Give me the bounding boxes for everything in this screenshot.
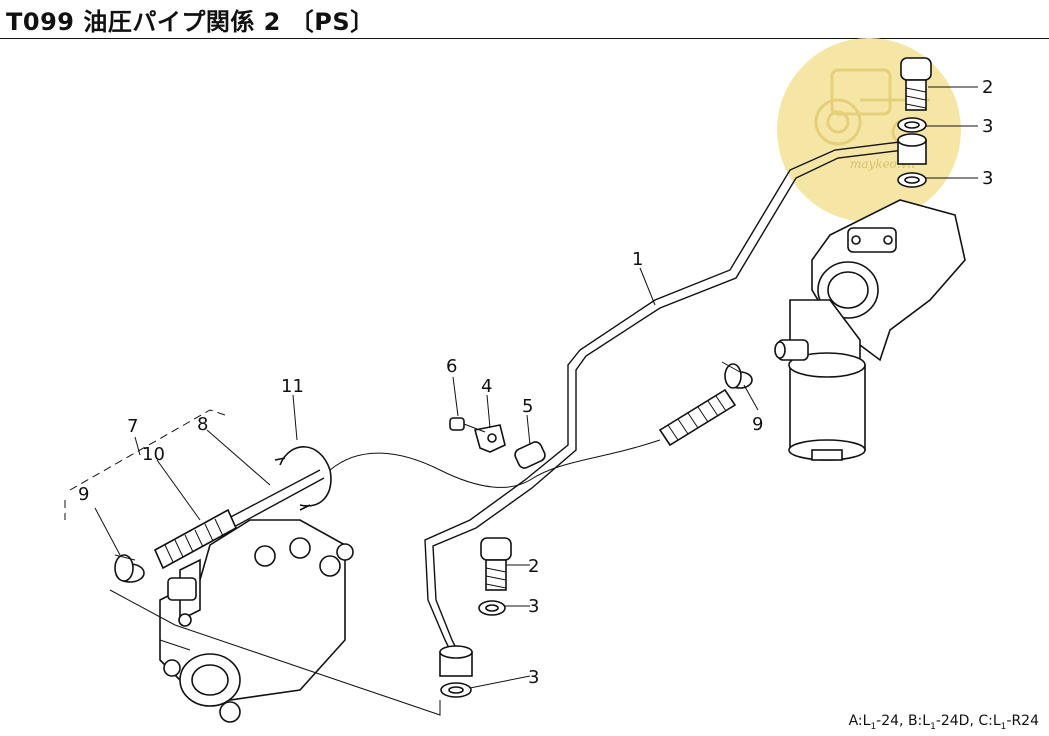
callouts: 2 3 3 1 9 6 4 5 11 8 7 10 9 2 3 3 [78,77,993,688]
return-hose-line [329,439,661,488]
callout-7: 7 [127,416,138,437]
hydraulic-pump [159,519,354,723]
callout-10: 10 [142,444,165,465]
page-title: T099 油圧パイプ関係 2 〔PS〕 [6,8,375,36]
hose-right [658,361,753,447]
leader-lines [94,86,978,689]
model-applicability-note: A:L1-24, B:L1-24D, C:L1-R24 [848,713,1039,732]
callout-3-bottom-b: 3 [528,667,539,688]
banjo-stack-bottom [439,537,512,698]
callout-4: 4 [481,376,492,397]
bracket-group [449,417,546,469]
left-hose-assembly [114,446,332,583]
callout-3-bottom-a: 3 [528,596,539,617]
steering-pump [774,199,966,461]
callout-9-right: 9 [752,414,763,435]
watermark-logo: maykeo.vn [777,38,961,222]
callout-1: 1 [632,249,643,270]
callout-2-top: 2 [982,77,993,98]
callout-11: 11 [281,376,304,397]
callout-8: 8 [197,414,208,435]
callout-9-left: 9 [78,484,89,505]
pipe-main [424,141,905,661]
callout-6: 6 [446,356,457,377]
callout-3-top-b: 3 [982,168,993,189]
callout-3-top-a: 3 [982,116,993,137]
group-bracket-7 [64,409,441,716]
title-rule [0,38,1049,39]
callout-5: 5 [522,396,533,417]
callout-2-bottom: 2 [528,556,539,577]
banjo-stack-top [897,57,932,216]
